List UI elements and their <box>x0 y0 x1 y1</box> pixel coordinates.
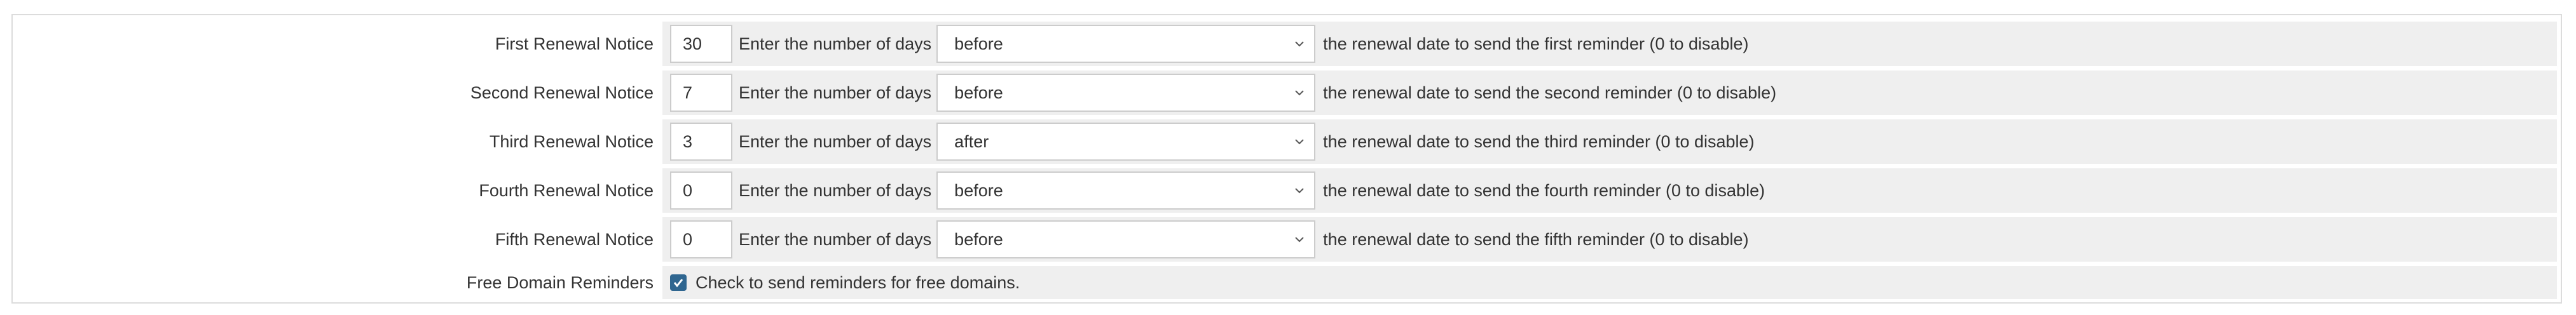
chevron-down-icon <box>1295 237 1304 243</box>
timing-select-value: before <box>954 180 1003 200</box>
renewal-notice-label: First Renewal Notice <box>495 34 654 53</box>
days-prefix-text: Enter the number of days <box>739 34 932 53</box>
timing-select-value: before <box>954 34 1003 53</box>
timing-select-value: before <box>954 229 1003 249</box>
days-prefix-text: Enter the number of days <box>739 131 932 151</box>
days-input-fifth[interactable] <box>670 220 732 258</box>
renewal-notice-row-3: Third Renewal Notice Enter the number of… <box>13 119 2561 164</box>
timing-select-third[interactable]: after <box>936 123 1316 161</box>
days-input-second[interactable] <box>670 74 732 112</box>
days-input-first[interactable] <box>670 25 732 63</box>
checkmark-icon <box>673 279 683 288</box>
days-prefix-text: Enter the number of days <box>739 180 932 200</box>
days-prefix-text: Enter the number of days <box>739 229 932 249</box>
renewal-notice-field: Enter the number of days before the rene… <box>662 22 2557 66</box>
renewal-suffix-text: the renewal date to send the second remi… <box>1323 83 1777 102</box>
free-domain-row: Free Domain Reminders Check to send remi… <box>13 266 2561 299</box>
timing-select-fifth[interactable]: before <box>936 220 1316 258</box>
renewal-notice-label: Fifth Renewal Notice <box>495 229 654 249</box>
renewal-notice-field: Enter the number of days before the rene… <box>662 168 2557 213</box>
renewal-notice-label: Fourth Renewal Notice <box>479 180 654 200</box>
chevron-down-icon <box>1295 90 1304 96</box>
chevron-down-icon <box>1295 41 1304 47</box>
renewal-notice-row-2: Second Renewal Notice Enter the number o… <box>13 70 2561 115</box>
renewal-notice-field: Enter the number of days after the renew… <box>662 119 2557 164</box>
days-input-fourth[interactable] <box>670 171 732 210</box>
days-input-third[interactable] <box>670 123 732 161</box>
chevron-down-icon <box>1295 139 1304 145</box>
renewal-settings-panel: First Renewal Notice Enter the number of… <box>11 14 2562 304</box>
renewal-notice-row-4: Fourth Renewal Notice Enter the number o… <box>13 168 2561 213</box>
free-domain-checkbox[interactable] <box>670 274 687 291</box>
renewal-notice-field: Enter the number of days before the rene… <box>662 217 2557 262</box>
timing-select-fourth[interactable]: before <box>936 171 1316 210</box>
chevron-down-icon <box>1295 188 1304 194</box>
renewal-notice-row-1: First Renewal Notice Enter the number of… <box>13 22 2561 66</box>
timing-select-value: before <box>954 83 1003 102</box>
free-domain-label: Free Domain Reminders <box>466 272 654 292</box>
timing-select-first[interactable]: before <box>936 25 1316 63</box>
free-domain-text: Check to send reminders for free domains… <box>695 272 1020 292</box>
renewal-notice-label: Second Renewal Notice <box>470 83 654 102</box>
renewal-suffix-text: the renewal date to send the fourth remi… <box>1323 180 1765 200</box>
renewal-suffix-text: the renewal date to send the third remin… <box>1323 131 1755 151</box>
renewal-notice-row-5: Fifth Renewal Notice Enter the number of… <box>13 217 2561 262</box>
days-prefix-text: Enter the number of days <box>739 83 932 102</box>
renewal-suffix-text: the renewal date to send the first remin… <box>1323 34 1749 53</box>
renewal-suffix-text: the renewal date to send the fifth remin… <box>1323 229 1749 249</box>
renewal-notice-field: Enter the number of days before the rene… <box>662 70 2557 115</box>
free-domain-field: Check to send reminders for free domains… <box>662 266 2557 299</box>
timing-select-value: after <box>954 131 989 151</box>
timing-select-second[interactable]: before <box>936 74 1316 112</box>
renewal-notice-label: Third Renewal Notice <box>489 131 654 151</box>
